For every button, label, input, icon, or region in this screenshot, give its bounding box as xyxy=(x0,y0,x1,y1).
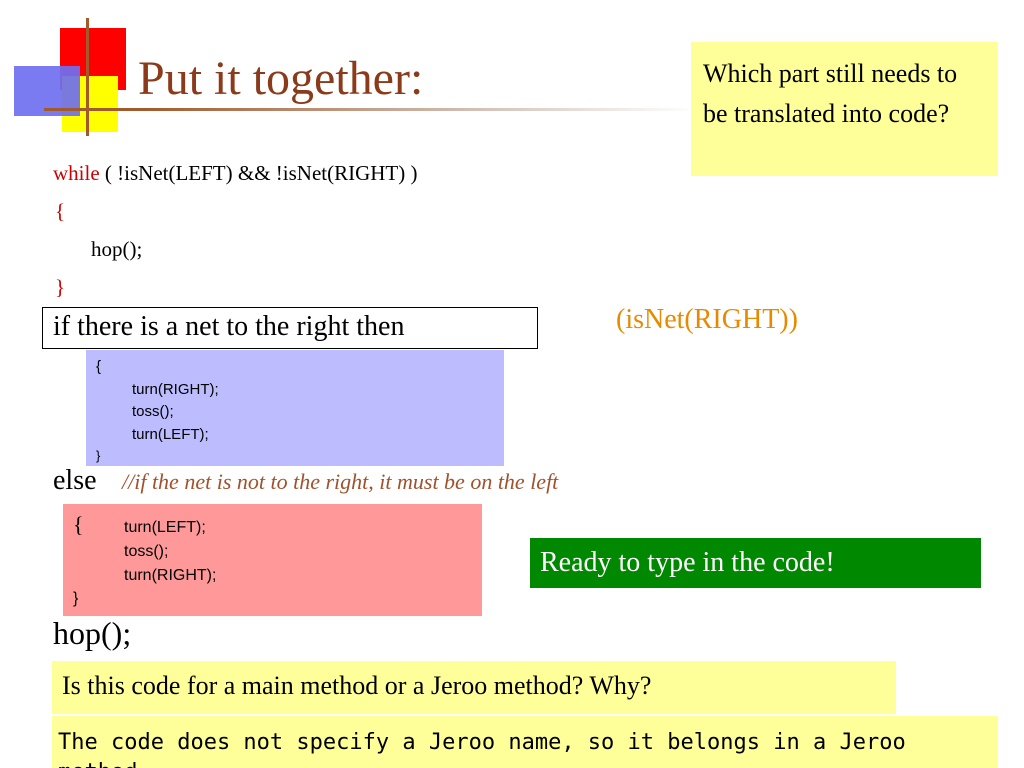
then-line-1: turn(RIGHT); xyxy=(132,381,219,398)
while-keyword: while xyxy=(53,161,100,185)
then-line-2: toss(); xyxy=(132,403,174,420)
while-close-brace: } xyxy=(55,275,66,299)
method-question-box: Is this code for a main method or a Jero… xyxy=(52,661,896,714)
else-line-1: turn(LEFT); xyxy=(124,519,206,536)
else-block: { turn(LEFT); toss(); turn(RIGHT); } xyxy=(63,504,482,616)
slide-title: Put it together: xyxy=(138,52,424,105)
else-open-brace: { xyxy=(73,512,84,537)
else-comment: //if the net is not to the right, it mus… xyxy=(122,469,559,494)
then-line-3: turn(LEFT); xyxy=(132,426,209,443)
else-keyword: else xyxy=(53,465,97,496)
if-condition-box: if there is a net to the right then xyxy=(42,307,538,349)
then-open-brace: { xyxy=(96,358,102,375)
else-line-2: toss(); xyxy=(124,543,169,560)
then-block: { turn(RIGHT); toss(); turn(LEFT); } xyxy=(86,350,504,466)
while-condition: ( !isNet(LEFT) && !isNet(RIGHT) ) xyxy=(99,161,418,185)
question-box: Which part still needs to be translated … xyxy=(691,42,998,176)
title-underline xyxy=(44,108,694,111)
final-hop-call: hop(); xyxy=(53,615,132,651)
while-line: while ( !isNet(LEFT) && !isNet(RIGHT) ) xyxy=(53,163,418,184)
answer-box: The code does not specify a Jeroo name, … xyxy=(52,716,998,768)
logo-blue-square xyxy=(14,66,80,116)
condition-hint: (isNet(RIGHT)) xyxy=(616,304,798,335)
logo-vertical-line xyxy=(86,18,89,136)
ready-box: Ready to type in the code! xyxy=(530,538,981,588)
hop-call: hop(); xyxy=(91,237,143,261)
then-close-brace: } xyxy=(96,448,101,463)
while-open-brace: { xyxy=(55,199,66,223)
else-close-brace: } xyxy=(73,590,79,607)
else-line-3: turn(RIGHT); xyxy=(124,567,217,584)
